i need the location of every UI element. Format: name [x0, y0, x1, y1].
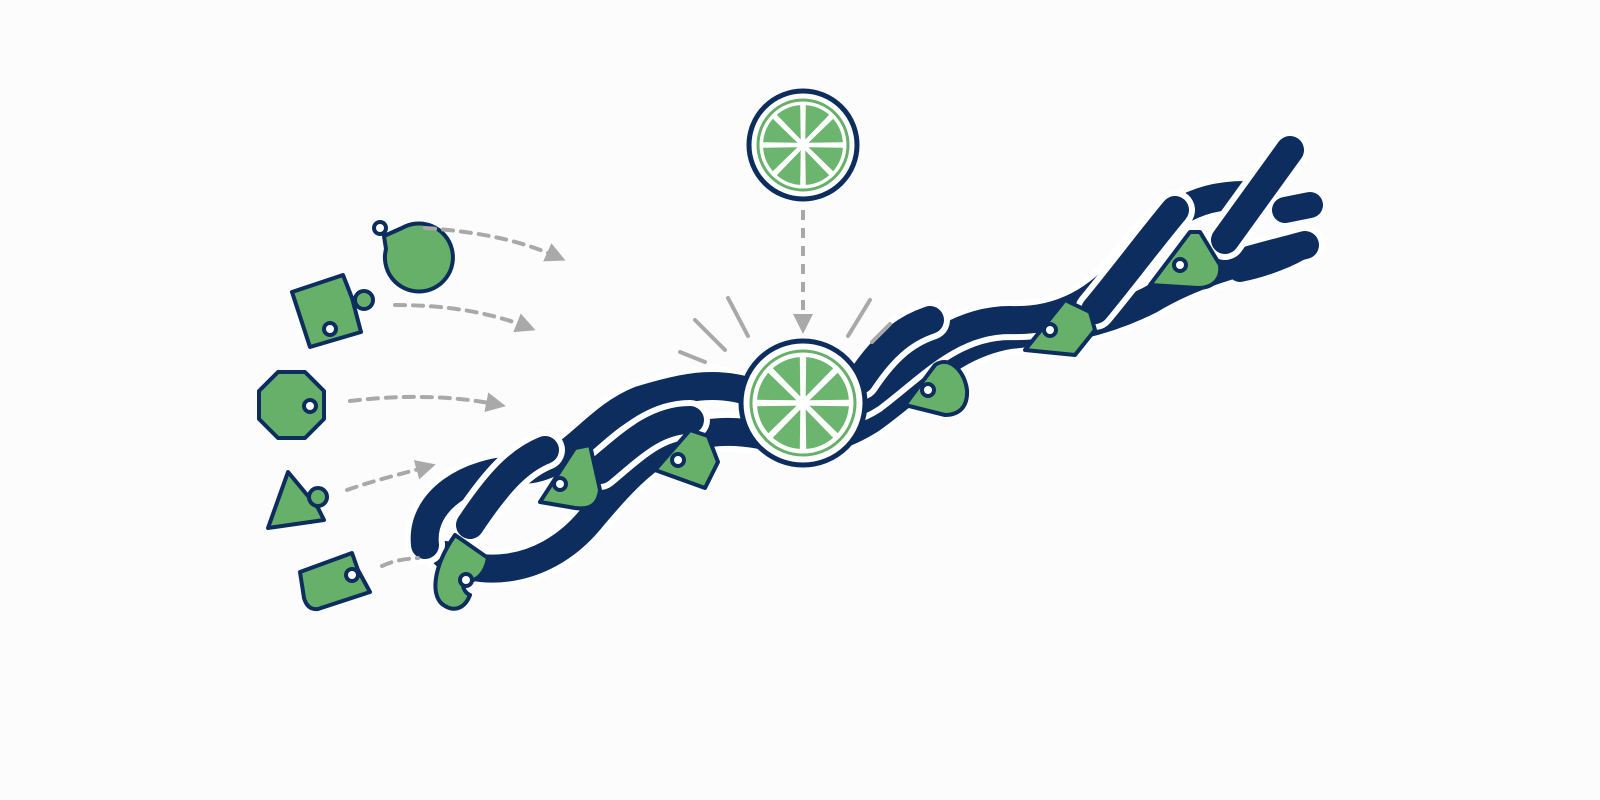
dashed-arrow: [345, 460, 436, 492]
braided-piece: [1023, 298, 1097, 357]
braided-piece: [653, 428, 720, 490]
lime-segment: [808, 118, 843, 143]
piece-connector: [1172, 257, 1188, 273]
braided-piece: [903, 360, 970, 417]
piece-connector: [302, 398, 318, 414]
lime-segment: [776, 105, 801, 140]
piece-connector: [372, 220, 388, 236]
dashed-arrow: [380, 556, 420, 568]
lime-slice-icon: [746, 88, 860, 202]
lime-segment: [808, 147, 843, 172]
lime-segment: [776, 150, 801, 185]
lime-segment: [772, 409, 801, 449]
lime-segment: [772, 357, 801, 397]
piece-connector: [920, 382, 936, 398]
piece-connector: [670, 452, 686, 468]
piece-connector: [1042, 322, 1058, 338]
piece-connector: [344, 567, 360, 583]
lime-segments: [757, 357, 849, 449]
dashed-arrow: [393, 303, 536, 333]
lime-segments: [763, 105, 843, 185]
lime-segment: [809, 372, 849, 401]
puzzle-piece-icon: [290, 273, 363, 349]
puzzle-piece-icon: [382, 221, 455, 294]
incoming-arrows: [345, 226, 566, 568]
incoming-pieces: [257, 220, 455, 612]
lime-segment: [757, 372, 797, 401]
lime-segment: [757, 405, 797, 434]
lime-segment: [805, 150, 830, 185]
piece-connector: [552, 476, 568, 492]
lime-segment: [805, 357, 834, 397]
braided-piece: [538, 443, 602, 511]
lime-segment: [809, 405, 849, 434]
piece-connector: [322, 321, 338, 337]
puzzle-piece-tab: [353, 289, 375, 311]
braided-pieces: [433, 230, 1223, 611]
braided-piece: [433, 533, 490, 611]
lime-segment: [805, 409, 834, 449]
lime-segment: [763, 147, 798, 172]
dashed-arrow: [423, 226, 566, 262]
puzzle-piece-icon: [257, 370, 326, 440]
piece-connector: [458, 572, 474, 588]
dashed-arrow: [348, 392, 506, 413]
puzzle-piece-tab: [307, 486, 329, 508]
lime-slice-icon: [738, 338, 868, 468]
impact-burst: [678, 296, 892, 364]
lime-segment: [763, 118, 798, 143]
lime-segment: [805, 105, 830, 140]
